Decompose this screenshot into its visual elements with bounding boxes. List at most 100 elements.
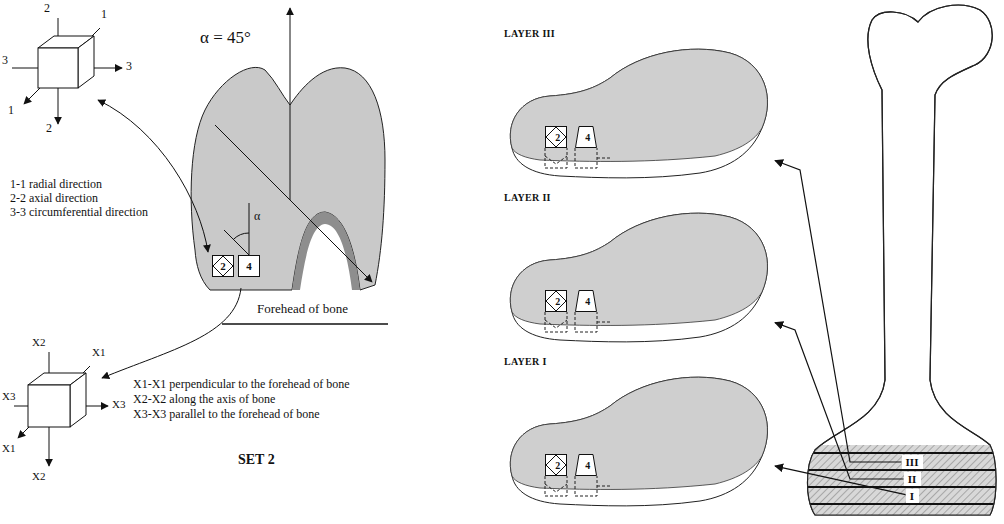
section-bone: [510, 213, 767, 325]
cube-face: [78, 36, 94, 88]
diamond-mark: [546, 455, 566, 475]
axis-label: 3: [126, 60, 132, 74]
specimen-outline: [545, 148, 612, 168]
node-text: LAYER I: [500, 356, 775, 367]
box-border: [546, 291, 567, 312]
axis-label: 1: [8, 104, 14, 118]
axis-x1: [18, 366, 90, 438]
axis-label: X2: [32, 470, 45, 483]
section-bone: [510, 49, 767, 161]
diamond-mark: [546, 291, 566, 311]
node-text: LAYER II: [500, 192, 775, 203]
section-axes: [215, 8, 372, 282]
leader-arrow: [102, 288, 241, 378]
node-text: 4: [581, 132, 590, 143]
angle-label: α = 45°: [200, 28, 251, 48]
angle-reference: [249, 203, 250, 255]
box-border: [546, 127, 567, 148]
dashed-prism: [575, 312, 612, 332]
section-outline: [500, 192, 775, 352]
node-text: I: [910, 490, 914, 502]
axis-label: X3: [112, 398, 125, 411]
specimen-box: 4: [575, 290, 597, 312]
femur-outline: [808, 5, 997, 515]
axes-set-1: [12, 18, 122, 124]
node-text: 4: [581, 296, 590, 307]
specimen-box: 2: [545, 126, 567, 148]
trapezoid-box: [576, 127, 597, 148]
trapezoid-box: [576, 455, 597, 476]
axis-label: 3: [2, 54, 8, 68]
axis-label: X2: [32, 336, 45, 349]
section-outer: [510, 377, 767, 506]
hatched-region: [800, 445, 1004, 520]
specimen-box: 2: [545, 290, 567, 312]
layer-arrow: [775, 466, 906, 495]
cube-face: [38, 48, 78, 88]
layer-arrow: [775, 160, 902, 462]
axis-label: 2: [46, 122, 52, 136]
leader-arrow: [98, 100, 208, 252]
box-border: [239, 256, 260, 277]
femur-outline: [808, 5, 997, 515]
axis-1: [24, 28, 100, 104]
specimen-outline: [545, 312, 612, 332]
set-title: SET 2: [238, 452, 275, 468]
forehead-label: Forehead of bone: [257, 302, 348, 317]
axis-arrow: [290, 200, 372, 282]
legend-text: X2-X2 along the axis of bone: [133, 393, 275, 407]
node-text: III: [906, 456, 919, 468]
dashed-cube: [545, 312, 567, 332]
legend-text: 3-3 circumferential direction: [10, 206, 148, 220]
legend-text: 1-1 radial direction: [10, 178, 102, 192]
axis-label: X1: [2, 442, 15, 455]
node-text: 4: [246, 260, 252, 272]
specimen-box: 4: [575, 126, 597, 148]
cube-face: [70, 373, 86, 427]
box-border: [546, 455, 567, 476]
specimen-outline: [545, 476, 612, 496]
axes-set-2: [14, 352, 108, 466]
legend-text: 2-2 axial direction: [10, 192, 98, 206]
section-notch: [292, 212, 360, 290]
specimen-box: 2: [212, 255, 234, 277]
angle-reference: [224, 230, 249, 255]
layer-boundary: [800, 486, 1004, 488]
angle-arc: [233, 233, 249, 239]
dashed-cube: [545, 476, 567, 496]
dashed-prism: [575, 476, 612, 496]
axis-label: X1: [92, 346, 105, 359]
axis-arrow: [290, 8, 291, 200]
diamond-mark: [213, 256, 233, 276]
node-text: II: [908, 473, 917, 485]
cube-2: [28, 373, 86, 427]
layer-section: LAYER III24: [500, 28, 775, 188]
forehead-line: [222, 323, 388, 325]
layer-section: LAYER II 2 4: [500, 192, 775, 352]
layer-boundary: [800, 469, 1004, 471]
angle-symbol: α: [254, 210, 260, 224]
specimen-box: 4: [575, 454, 597, 476]
bone-layer-band: I: [906, 489, 919, 503]
diamond-mark: [546, 127, 566, 147]
cube-edge: [40, 385, 58, 386]
node-text: 2: [551, 460, 560, 471]
layer-boundary: [800, 503, 1004, 505]
specimen-box: 4: [238, 255, 260, 277]
specimen-box: 2: [545, 454, 567, 476]
section-outline: [500, 356, 775, 516]
axis-line: [215, 125, 290, 200]
node-text: 4: [581, 460, 590, 471]
section-outer: [510, 213, 767, 342]
node-text: 2: [551, 132, 560, 143]
node-text: 2: [551, 296, 560, 307]
layer-boundary: [800, 452, 1004, 454]
node-text: 2: [220, 260, 226, 272]
layer-section: LAYER I 2 4: [500, 356, 775, 516]
dashed-prism: [575, 148, 612, 168]
axis-label: 2: [44, 2, 50, 16]
axis-label: X3: [2, 390, 15, 403]
